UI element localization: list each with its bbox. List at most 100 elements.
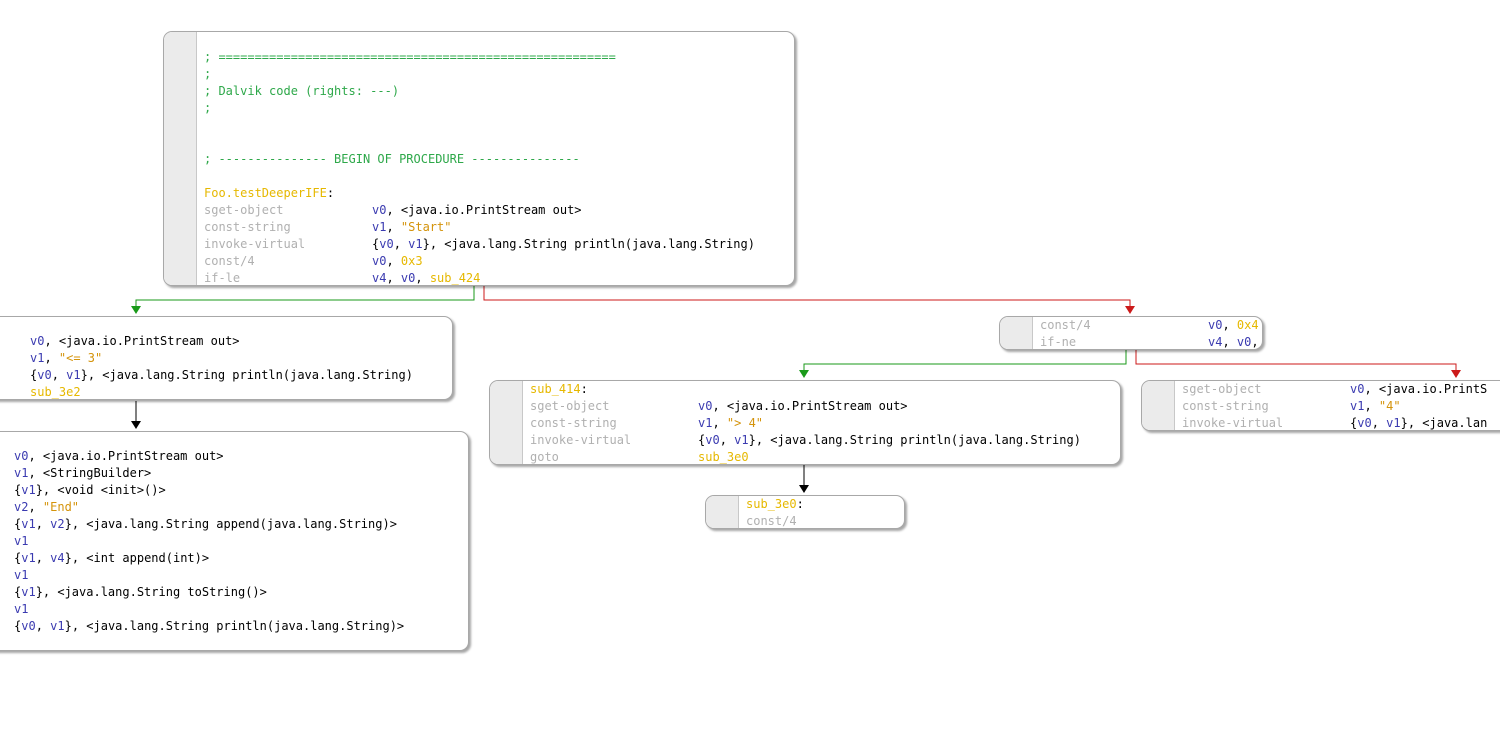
operand-text: , bbox=[415, 271, 430, 285]
block-gutter bbox=[706, 496, 739, 528]
register[interactable]: v1 bbox=[21, 585, 36, 599]
instruction-operands: {v0, v1}, <java.lan bbox=[1350, 415, 1487, 430]
string-literal: "End" bbox=[42, 500, 80, 514]
operand-value[interactable]: sub_3e2 bbox=[30, 385, 81, 399]
register[interactable]: v1 bbox=[408, 237, 423, 251]
register[interactable]: v0 bbox=[698, 399, 713, 413]
string-literal: "> 4" bbox=[726, 416, 764, 430]
instruction-operands: sub_3e0 bbox=[698, 449, 749, 464]
operand-text: , bbox=[1222, 318, 1237, 332]
instruction-operands: {v0, v1}, <java.lang.String println(java… bbox=[30, 367, 413, 384]
edge-false-right-far bbox=[1135, 350, 1457, 376]
operand-text: }, <java.lang.String toString()> bbox=[35, 585, 267, 599]
register[interactable]: v0 bbox=[379, 237, 394, 251]
register[interactable]: v1 bbox=[1350, 399, 1365, 413]
register[interactable]: v0 bbox=[1236, 335, 1252, 349]
operand-text: { bbox=[14, 483, 22, 497]
register[interactable]: v1 bbox=[21, 483, 36, 497]
arrow-head bbox=[1125, 306, 1135, 314]
operand-text: { bbox=[30, 368, 38, 382]
operand-text: { bbox=[14, 551, 22, 565]
register[interactable]: v0 bbox=[37, 368, 52, 382]
register[interactable]: v0 bbox=[1357, 416, 1372, 430]
block-left-mid[interactable]: v0, <java.io.PrintStream out>v1, "<= 3"{… bbox=[0, 316, 453, 400]
register[interactable]: v0 bbox=[400, 271, 416, 285]
procedure-label[interactable]: Foo.testDeeperIFE: bbox=[204, 186, 335, 200]
block-label-sub-3e0[interactable]: sub_3e0: bbox=[746, 497, 804, 511]
instruction-mnemonic: sget-object bbox=[530, 399, 610, 413]
instruction-operands: v0, <java.io.PrintStream out> bbox=[372, 202, 582, 219]
register[interactable]: v0 bbox=[705, 433, 720, 447]
register[interactable]: v1 bbox=[14, 534, 29, 548]
instruction-operands: v1, "> 4" bbox=[698, 415, 763, 432]
register[interactable]: v0 bbox=[30, 334, 45, 348]
operand-text: }, <java.lang.String println(java.lang.S… bbox=[422, 237, 755, 251]
operand-text: }, <void <init>()> bbox=[35, 483, 166, 497]
operand-text: , <java.io.PrintS bbox=[1364, 382, 1488, 396]
block-label-sub-414[interactable]: sub_414: bbox=[530, 382, 588, 396]
instruction-operands: sub_3e2 bbox=[30, 384, 81, 399]
string-literal: "<= 3" bbox=[58, 351, 103, 365]
instruction-operands: v0, 0x4 bbox=[1208, 317, 1259, 334]
block-sub-3e0[interactable]: sub_3e0: const/4 bbox=[705, 495, 905, 529]
operand-text: , bbox=[44, 351, 59, 365]
register[interactable]: v1 bbox=[14, 466, 29, 480]
instruction-mnemonic: goto bbox=[530, 450, 559, 464]
comment-line: ; bbox=[204, 67, 212, 81]
comment-separator: ; ======================================… bbox=[204, 50, 616, 64]
register[interactable]: v0 bbox=[1208, 318, 1223, 332]
operand-value[interactable]: sub_3e0 bbox=[698, 450, 749, 464]
register[interactable]: v1 bbox=[1386, 416, 1401, 430]
operand-text: { bbox=[698, 433, 706, 447]
instruction-operands: v1, "Start" bbox=[372, 219, 451, 236]
block-left-bottom[interactable]: v0, <java.io.PrintStream out>v1, <String… bbox=[0, 431, 469, 651]
instruction-operands: v1 bbox=[14, 601, 28, 618]
instruction-operands: v0, <java.io.PrintStream out> bbox=[30, 333, 240, 350]
operand-text: }, <java.lang.String println(java.lang.S… bbox=[64, 619, 405, 633]
register[interactable]: v1 bbox=[14, 602, 29, 616]
register[interactable]: v0 bbox=[21, 619, 36, 633]
register[interactable]: v4 bbox=[1208, 335, 1223, 349]
edge-true-entry-left bbox=[135, 286, 475, 312]
instruction-operands: v0, <java.io.PrintStream out> bbox=[698, 398, 908, 415]
instruction-mnemonic: const-string bbox=[530, 416, 617, 430]
operand-text: , <java.io.PrintStream out> bbox=[712, 399, 908, 413]
arrow-head bbox=[799, 370, 809, 378]
register[interactable]: v1 bbox=[698, 416, 713, 430]
register[interactable]: v1 bbox=[50, 619, 65, 633]
register[interactable]: v0 bbox=[372, 203, 387, 217]
register[interactable]: v0 bbox=[1350, 382, 1365, 396]
operand-text: , bbox=[719, 433, 735, 447]
instruction-mnemonic: const/4 bbox=[1040, 318, 1091, 332]
register[interactable]: v4 bbox=[372, 271, 387, 285]
register[interactable]: v1 bbox=[14, 568, 29, 582]
register[interactable]: v2 bbox=[14, 500, 29, 514]
register[interactable]: v1 bbox=[66, 368, 81, 382]
operand-value[interactable]: 0x3 bbox=[400, 254, 423, 268]
register[interactable]: v0 bbox=[372, 254, 387, 268]
register[interactable]: v2 bbox=[50, 517, 65, 531]
arrow-head bbox=[131, 306, 141, 314]
string-literal: "4" bbox=[1378, 399, 1401, 413]
register[interactable]: v1 bbox=[734, 433, 749, 447]
register[interactable]: v1 bbox=[372, 220, 387, 234]
register[interactable]: v0 bbox=[14, 449, 29, 463]
operand-text: , bbox=[1364, 399, 1379, 413]
operand-value[interactable]: sub_424 bbox=[429, 271, 481, 285]
instruction-operands: v1, <StringBuilder> bbox=[14, 465, 151, 482]
register[interactable]: v4 bbox=[50, 551, 65, 565]
block-entry[interactable]: ; ======================================… bbox=[163, 31, 795, 286]
arrow-head bbox=[799, 485, 809, 493]
comment-line: ; bbox=[204, 101, 212, 115]
instruction-operands: {v1}, <void <init>()> bbox=[14, 482, 166, 499]
block-gutter bbox=[1142, 381, 1175, 430]
register[interactable]: v1 bbox=[21, 517, 36, 531]
register[interactable]: v1 bbox=[21, 551, 36, 565]
operand-value[interactable]: 0x4 bbox=[1236, 318, 1259, 332]
register[interactable]: v1 bbox=[30, 351, 45, 365]
instruction-operands: v1, "4" bbox=[1350, 398, 1401, 415]
instruction-mnemonic: sget-object bbox=[204, 203, 284, 217]
